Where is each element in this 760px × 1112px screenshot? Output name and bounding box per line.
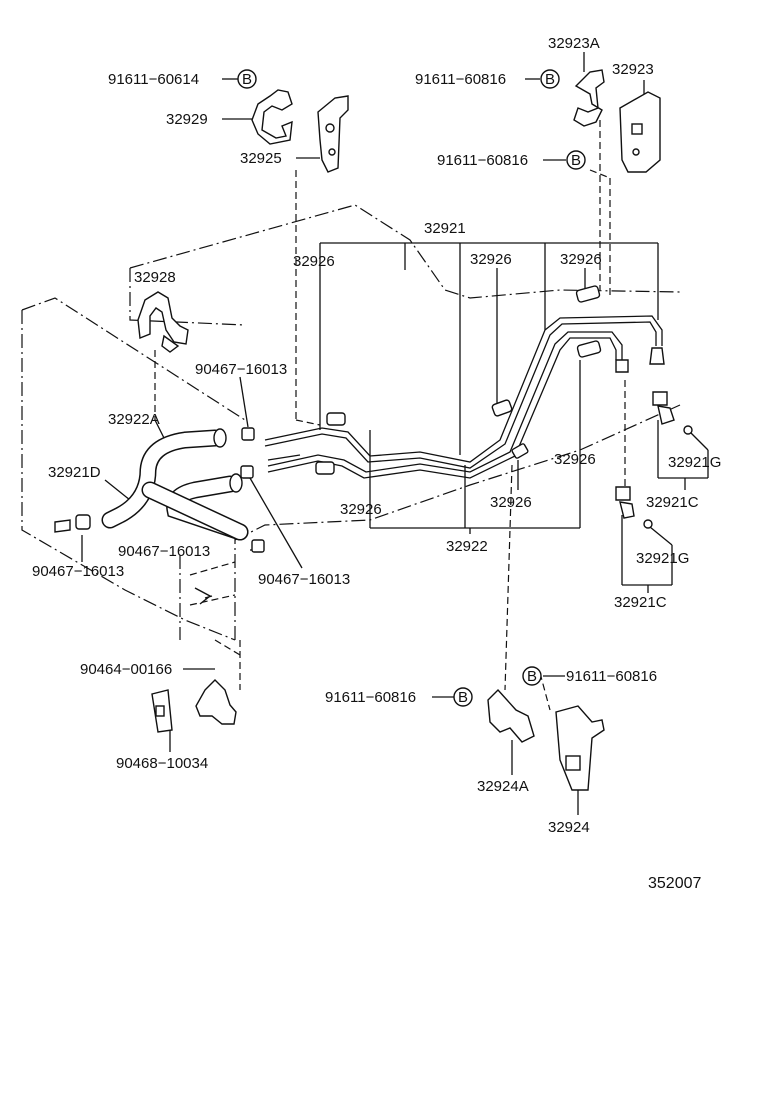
frame-outline (21, 204, 681, 641)
flex-hose-32922A (101, 428, 249, 541)
label-91611-60816-mid: 91611−60816 (437, 152, 528, 169)
label-32926: 32926 (470, 251, 512, 268)
label-32928: 32928 (134, 269, 176, 286)
label-32922: 32922 (446, 538, 488, 555)
label-32926: 32926 (554, 451, 596, 468)
b-marker: B (566, 150, 586, 170)
label-90467-16013: 90467−16013 (118, 543, 210, 560)
label-32926: 32926 (490, 494, 532, 511)
label-90468-10034: 90468−10034 (116, 755, 208, 772)
label-32929: 32929 (166, 111, 208, 128)
label-91611-60816-lower-right: 91611−60816 (566, 668, 657, 685)
svg-text:B: B (242, 71, 252, 88)
label-32926: 32926 (340, 501, 382, 518)
svg-text:B: B (545, 71, 555, 88)
label-90467-16013: 90467−16013 (32, 563, 124, 580)
label-32923A: 32923A (548, 35, 600, 52)
label-32921C: 32921C (646, 494, 699, 511)
label-32926: 32926 (560, 251, 602, 268)
label-32923: 32923 (612, 61, 654, 78)
b-markers: B B B B B (237, 69, 586, 707)
label-32922A: 32922A (108, 411, 160, 428)
label-90467-16013: 90467−16013 (258, 571, 350, 588)
brake-tubes (264, 315, 663, 479)
small-parts (54, 285, 693, 605)
label-32921G: 32921G (636, 550, 689, 567)
label-32921G: 32921G (668, 454, 721, 471)
label-91611-60816-lower-left: 91611−60816 (325, 689, 416, 706)
label-91611-60614: 91611−60614 (108, 71, 199, 88)
part-labels: 91611−60614 32929 32925 32923A 91611−608… (32, 35, 721, 892)
label-32921D: 32921D (48, 464, 101, 481)
label-32925: 32925 (240, 150, 282, 167)
brackets (137, 69, 661, 791)
svg-text:B: B (527, 668, 537, 685)
label-32924A: 32924A (477, 778, 529, 795)
b-marker: B (540, 69, 560, 89)
label-90464-00166: 90464−00166 (80, 661, 172, 678)
diagram-reference-number: 352007 (648, 875, 701, 892)
b-marker: B (453, 687, 473, 707)
label-32921C: 32921C (614, 594, 667, 611)
b-marker: B (237, 69, 257, 89)
b-marker: B (522, 666, 542, 686)
label-32924: 32924 (548, 819, 590, 836)
leader-lines (81, 52, 709, 815)
label-32921: 32921 (424, 220, 466, 237)
label-32926: 32926 (293, 253, 335, 270)
svg-text:B: B (571, 152, 581, 169)
label-90467-16013: 90467−16013 (195, 361, 287, 378)
svg-text:B: B (458, 689, 468, 706)
label-91611-60816-top: 91611−60816 (415, 71, 506, 88)
